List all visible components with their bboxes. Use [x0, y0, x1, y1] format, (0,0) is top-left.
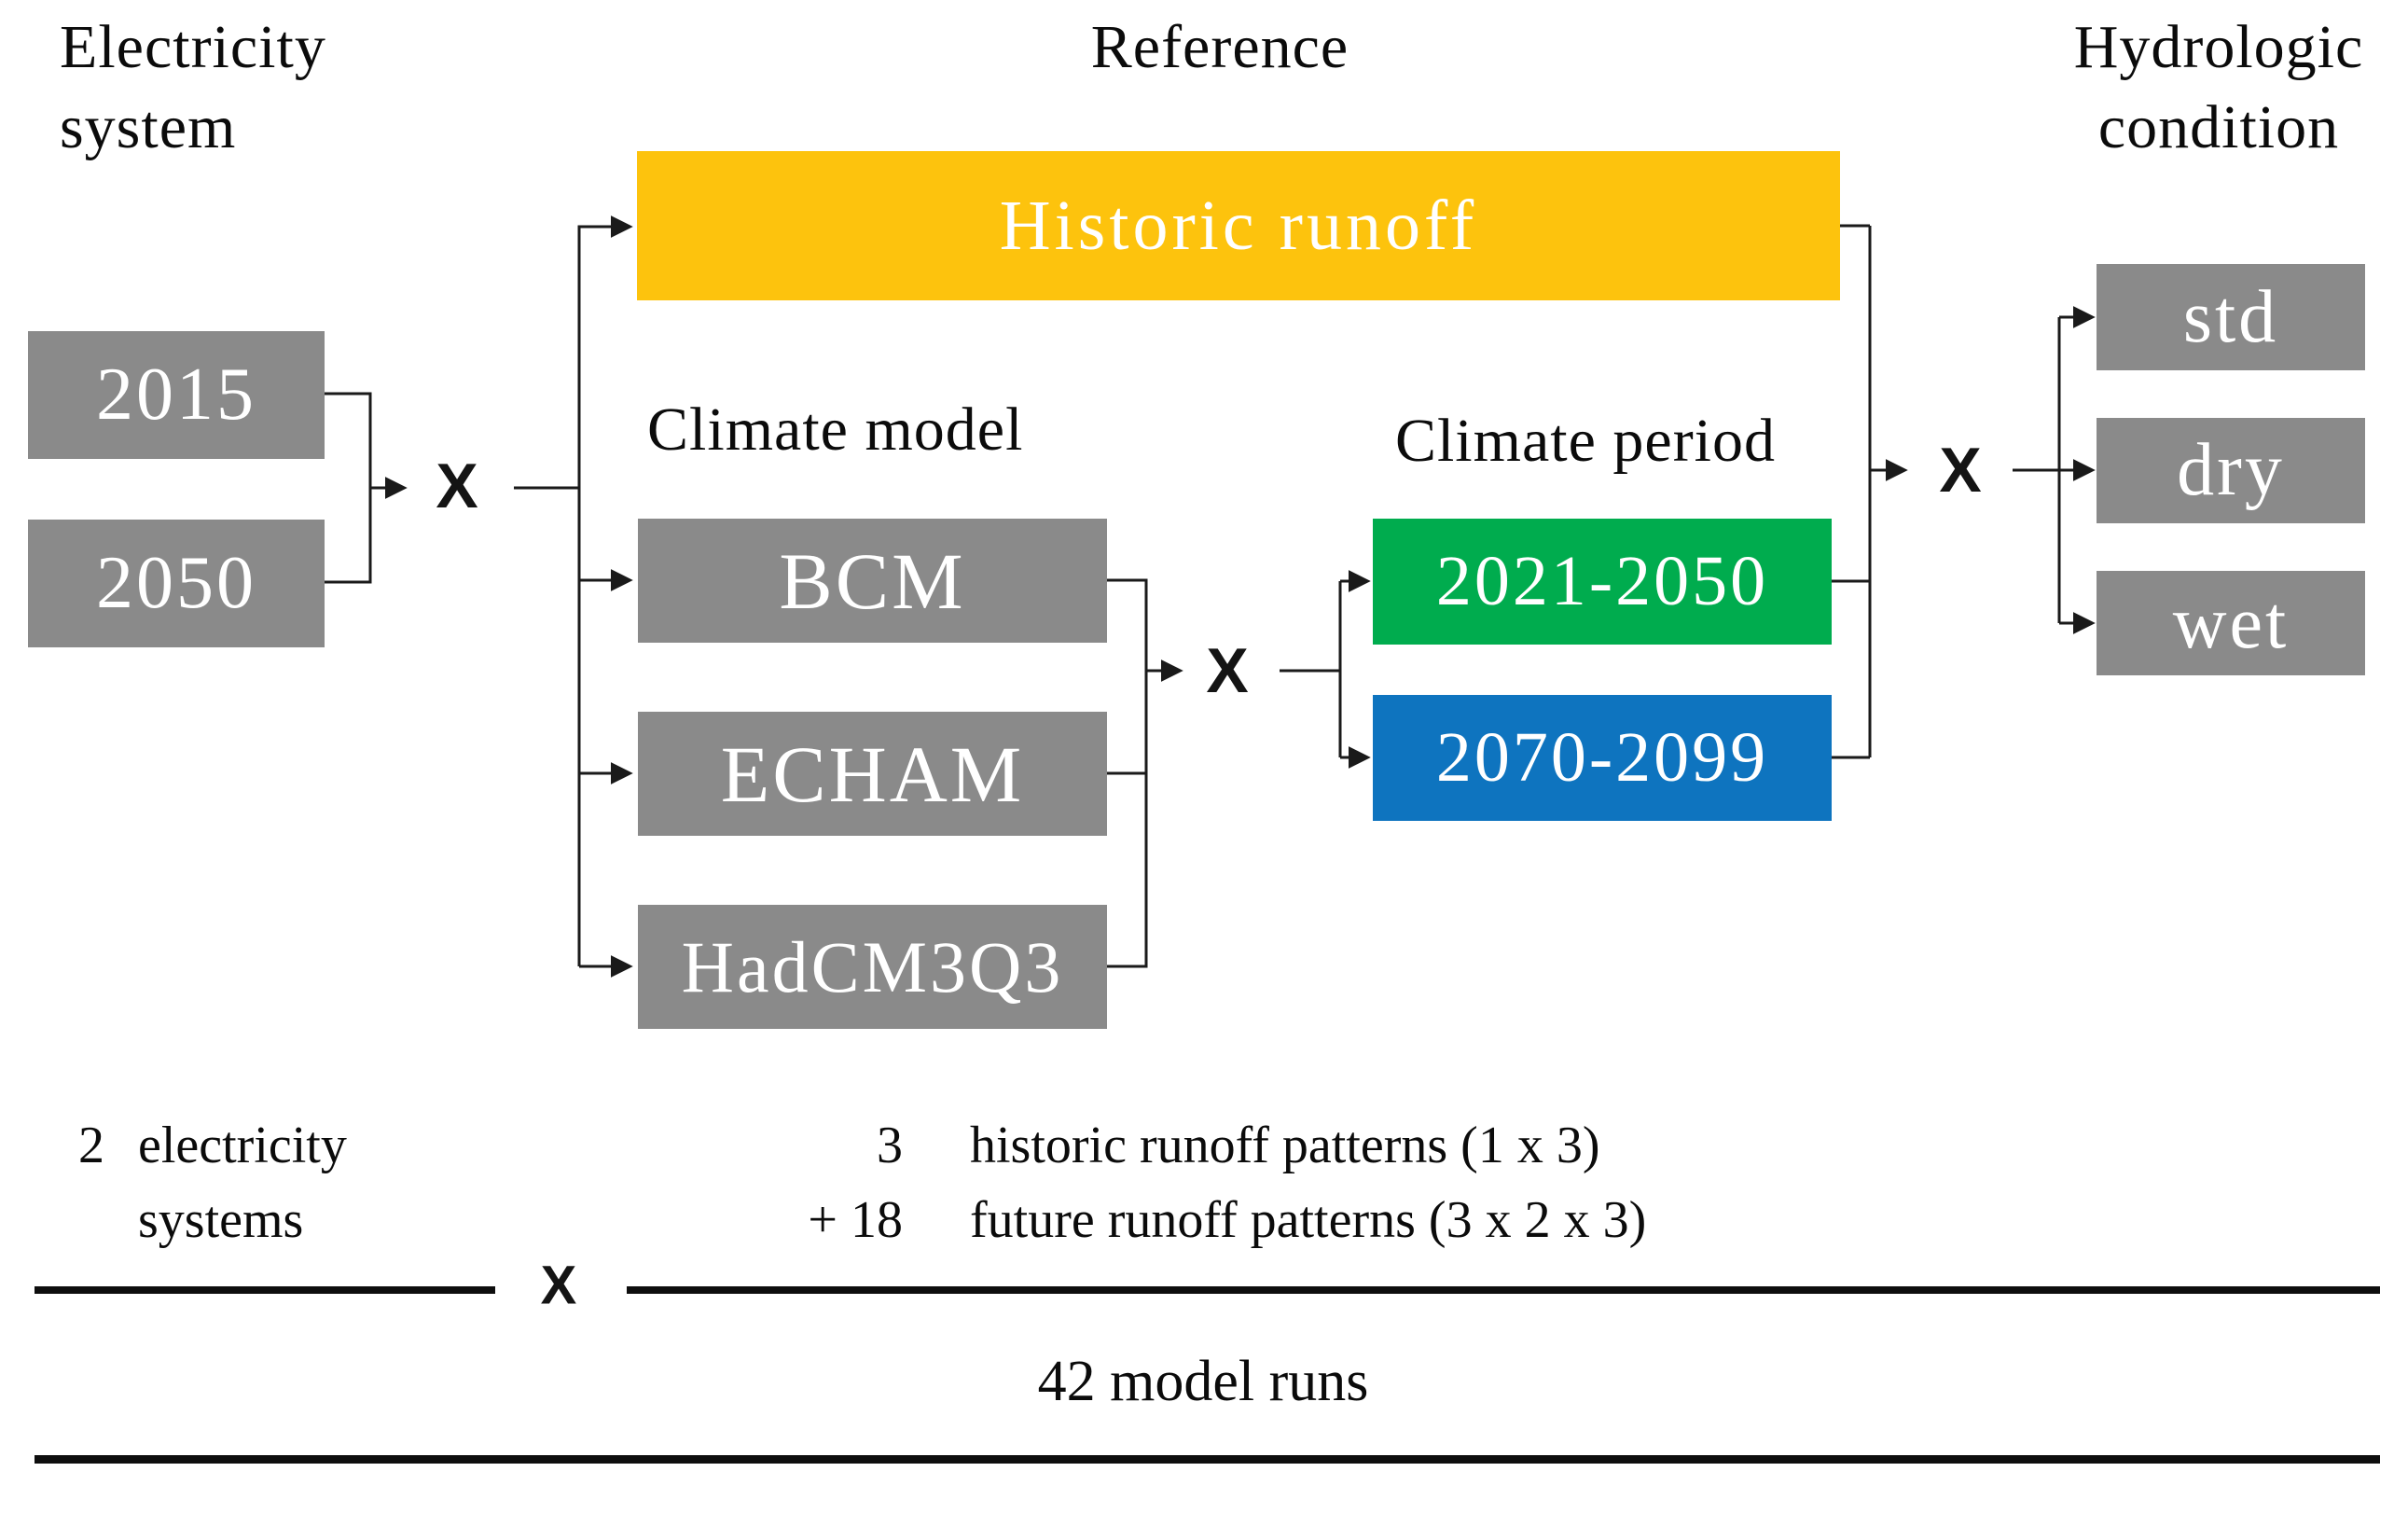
hydrologic-condition-title: Hydrologic condition	[1986, 7, 2408, 168]
climate-period-title: Climate period	[1394, 407, 1777, 475]
historic-runoff-box: Historic runoff	[637, 151, 1840, 300]
summary-historic-label: historic runoff patterns (1 x 3)	[970, 1117, 1600, 1174]
summary-historic-count: 3	[877, 1117, 903, 1174]
hydrologic-condition-title-line2: condition	[2097, 93, 2340, 161]
fraction-rule-left	[35, 1286, 495, 1294]
multiply-operator-1: X	[436, 451, 478, 521]
electricity-2015-box: 2015	[28, 331, 325, 459]
climate-model-title: Climate model	[647, 396, 1024, 464]
bottom-rule	[35, 1455, 2380, 1464]
total-model-runs-label: 42 model runs	[1037, 1350, 1369, 1413]
electricity-2050-box: 2050	[28, 520, 325, 647]
climate-model-echam-box: ECHAM	[638, 712, 1107, 836]
climate-model-bcm-box: BCM	[638, 519, 1107, 643]
electricity-system-title-line2: system	[60, 93, 237, 161]
summary-systems-label-line1: electricity	[138, 1117, 347, 1174]
hydrologic-condition-title-line1: Hydrologic	[2073, 13, 2364, 81]
electricity-system-title-line1: Electricity	[60, 13, 326, 81]
trunk-and-historic-arrow	[577, 215, 633, 966]
summary-future-count: + 18	[808, 1191, 903, 1249]
electricity-bracket-line	[325, 392, 372, 584]
summary-future-label: future runoff patterns (3 x 2 x 3)	[970, 1191, 1647, 1249]
climate-period-2021-2050-box: 2021-2050	[1373, 519, 1832, 645]
fraction-rule-right	[627, 1286, 2380, 1294]
multiply-operator-3: X	[1939, 435, 1982, 506]
summary-systems-count: 2	[78, 1117, 104, 1174]
reference-title: Reference	[1090, 13, 1349, 81]
hydrologic-dry-box: dry	[2097, 418, 2365, 523]
multiply-operator-2: X	[1206, 635, 1249, 706]
electricity-system-title: Electricity system	[60, 7, 326, 168]
hydrologic-wet-box: wet	[2097, 571, 2365, 675]
climate-period-2070-2099-box: 2070-2099	[1373, 695, 1832, 821]
summary-systems-label-line2: systems	[138, 1191, 304, 1249]
climate-model-hadcm3q3-box: HadCM3Q3	[638, 905, 1107, 1029]
multiply-operator-formula: X	[540, 1255, 577, 1316]
hydrologic-std-box: std	[2097, 264, 2365, 370]
